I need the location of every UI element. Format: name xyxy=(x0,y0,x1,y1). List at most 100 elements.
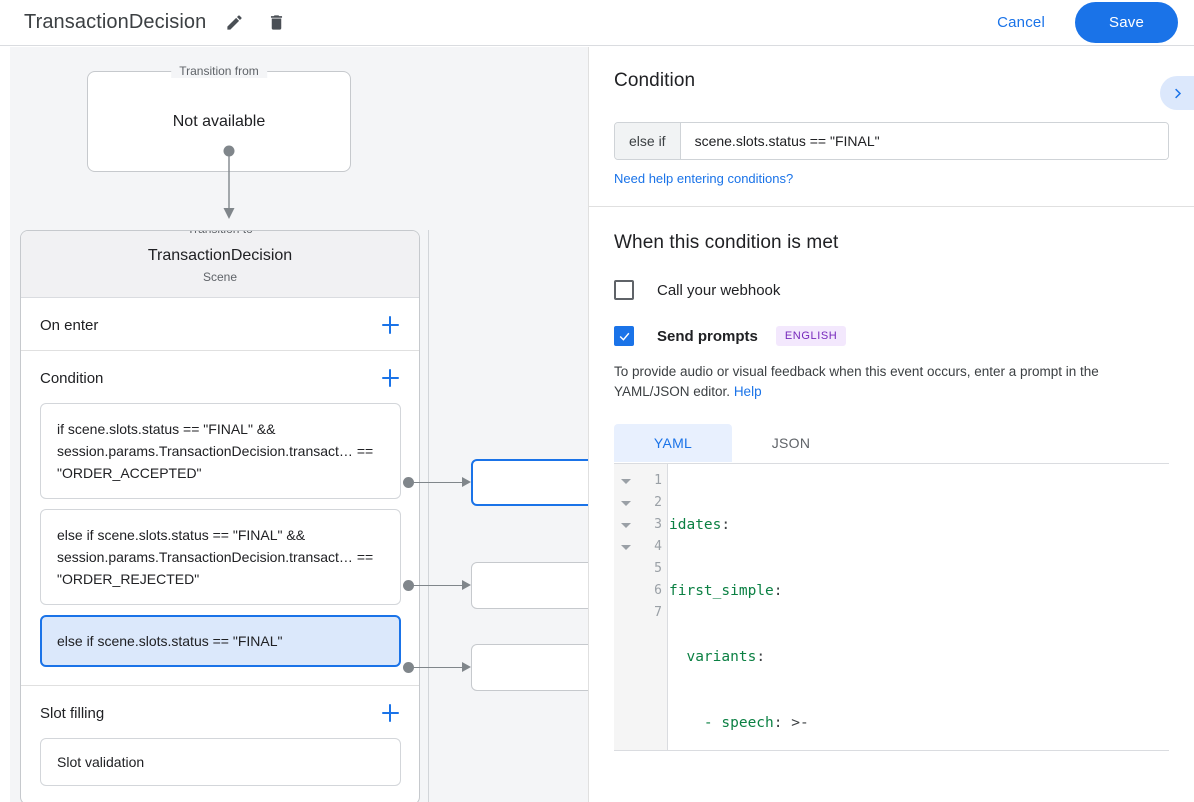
chevron-down-icon[interactable] xyxy=(621,500,631,506)
prompts-helper-text: To provide audio or visual feedback when… xyxy=(614,362,1169,402)
panel-body: When this condition is met Call your web… xyxy=(589,207,1194,751)
checkbox-send-prompts[interactable] xyxy=(614,326,634,346)
connector-arrowhead xyxy=(462,477,471,487)
line-number: 7 xyxy=(654,605,662,620)
condition-details-panel: Condition else if Need help entering con… xyxy=(588,47,1194,802)
fold-row xyxy=(621,470,631,492)
line-number: 6 xyxy=(654,583,662,598)
code-token-key: idates xyxy=(669,517,722,533)
connector-line xyxy=(414,482,467,483)
plus-icon-slot-filling[interactable] xyxy=(379,702,401,724)
tab-yaml[interactable]: YAML xyxy=(614,424,732,462)
connector-rail xyxy=(428,230,429,802)
chevron-down-icon[interactable] xyxy=(621,544,631,550)
line-number: 3 xyxy=(654,517,662,532)
condition-list-item[interactable]: else if scene.slots.status == "FINAL" &&… xyxy=(40,509,401,605)
condition-expression-input[interactable] xyxy=(680,123,1168,159)
flow-arrow-down xyxy=(218,145,240,228)
checkbox-call-webhook[interactable] xyxy=(614,280,634,300)
code-token-key: - speech xyxy=(669,715,774,731)
chevron-down-icon[interactable] xyxy=(621,522,631,528)
panel-divider xyxy=(589,206,1194,207)
section-header-on-enter: On enter xyxy=(21,298,419,350)
transition-to-legend: Transition to xyxy=(179,231,261,236)
scene-name: TransactionDecision xyxy=(147,247,293,264)
connector-node xyxy=(403,662,414,673)
plus-icon-on-enter[interactable] xyxy=(379,314,401,336)
section-title-slot-filling: Slot filling xyxy=(40,704,105,722)
language-badge: ENGLISH xyxy=(775,326,847,346)
section-slot-filling: Slot filling Slot validation xyxy=(21,686,419,802)
editor-format-tabs: YAML JSON xyxy=(614,424,1169,462)
connector-line xyxy=(414,585,467,586)
code-token-rest: : xyxy=(721,517,731,533)
cancel-button[interactable]: Cancel xyxy=(981,4,1061,41)
webhook-checkbox-row[interactable]: Call your webhook xyxy=(614,280,1169,300)
left-edge-strip xyxy=(0,47,10,802)
line-number: 4 xyxy=(654,539,662,554)
target-node-box[interactable] xyxy=(471,644,588,691)
pencil-icon[interactable] xyxy=(220,9,248,37)
condition-list: if scene.slots.status == "FINAL" && sess… xyxy=(21,403,419,685)
transition-from-value: Not available xyxy=(172,112,266,130)
top-bar-actions: Cancel Save xyxy=(981,2,1194,43)
transition-from-card: Transition from Not available xyxy=(87,64,351,172)
send-prompts-checkbox-row[interactable]: Send prompts ENGLISH xyxy=(614,326,1169,346)
tab-json[interactable]: JSON xyxy=(771,435,811,451)
line-number: 1 xyxy=(654,473,662,488)
section-title-condition: Condition xyxy=(40,369,104,387)
editor-fold-column xyxy=(614,464,638,750)
code-editor[interactable]: 1 2 3 4 5 6 7 idates: first_simple: vari… xyxy=(614,463,1169,751)
connector-node xyxy=(403,580,414,591)
line-number: 2 xyxy=(654,495,662,510)
condition-help-link[interactable]: Need help entering conditions? xyxy=(614,171,794,186)
chevron-down-icon[interactable] xyxy=(621,478,631,484)
section-condition: Condition if scene.slots.status == "FINA… xyxy=(21,351,419,686)
section-title-on-enter: On enter xyxy=(40,316,99,334)
condition-list-item-selected[interactable]: else if scene.slots.status == "FINAL" xyxy=(40,615,401,667)
connector-arrowhead xyxy=(462,662,471,672)
slot-validation-item[interactable]: Slot validation xyxy=(40,738,401,786)
when-condition-met-heading: When this condition is met xyxy=(614,232,839,253)
code-line: - speech: >- xyxy=(668,712,1169,734)
connector-arrowhead xyxy=(462,580,471,590)
prompts-help-link[interactable]: Help xyxy=(733,384,762,399)
section-header-condition: Condition xyxy=(21,351,419,403)
scene-type: Scene xyxy=(202,270,238,284)
editor-code-area[interactable]: idates: first_simple: variants: - speech… xyxy=(668,464,1169,750)
code-token-key: variants xyxy=(669,649,757,665)
fold-row xyxy=(621,536,631,558)
code-token-rest: : >- xyxy=(773,715,809,731)
top-bar: TransactionDecision Cancel Save xyxy=(0,0,1194,46)
condition-prefix-label: else if xyxy=(615,123,681,159)
target-node-box-active[interactable] xyxy=(471,459,588,506)
fold-row xyxy=(621,492,631,514)
condition-input-row: else if xyxy=(614,122,1169,160)
panel-header: Condition else if Need help entering con… xyxy=(589,47,1194,207)
connector-node xyxy=(403,477,414,488)
code-token-key: first_simple xyxy=(669,583,774,599)
label-send-prompts: Send prompts xyxy=(657,327,758,345)
trash-icon[interactable] xyxy=(262,9,290,37)
page-title: TransactionDecision xyxy=(24,11,207,33)
code-line: variants: xyxy=(668,646,1169,668)
target-node-box[interactable] xyxy=(471,562,588,609)
label-call-webhook: Call your webhook xyxy=(657,281,781,299)
chevron-right-icon[interactable] xyxy=(1160,76,1194,110)
section-on-enter: On enter xyxy=(21,298,419,351)
editor-line-numbers: 1 2 3 4 5 6 7 xyxy=(638,464,668,750)
scene-card: Transition to TransactionDecision Scene … xyxy=(20,230,420,802)
save-button[interactable]: Save xyxy=(1075,2,1178,43)
transition-from-legend: Transition from xyxy=(171,64,267,78)
code-line: first_simple: xyxy=(668,580,1169,602)
scene-card-header: Transition to TransactionDecision Scene xyxy=(21,231,419,298)
code-line: idates: xyxy=(668,514,1169,536)
section-header-slot-filling: Slot filling xyxy=(21,686,419,738)
connector-line xyxy=(414,667,467,668)
line-number: 5 xyxy=(654,561,662,576)
code-token-rest: : xyxy=(756,649,766,665)
plus-icon-condition[interactable] xyxy=(379,367,401,389)
flow-canvas: Transition from Not available Transition… xyxy=(10,47,588,802)
condition-list-item[interactable]: if scene.slots.status == "FINAL" && sess… xyxy=(40,403,401,499)
prompts-helper-sentence: To provide audio or visual feedback when… xyxy=(614,364,1099,399)
